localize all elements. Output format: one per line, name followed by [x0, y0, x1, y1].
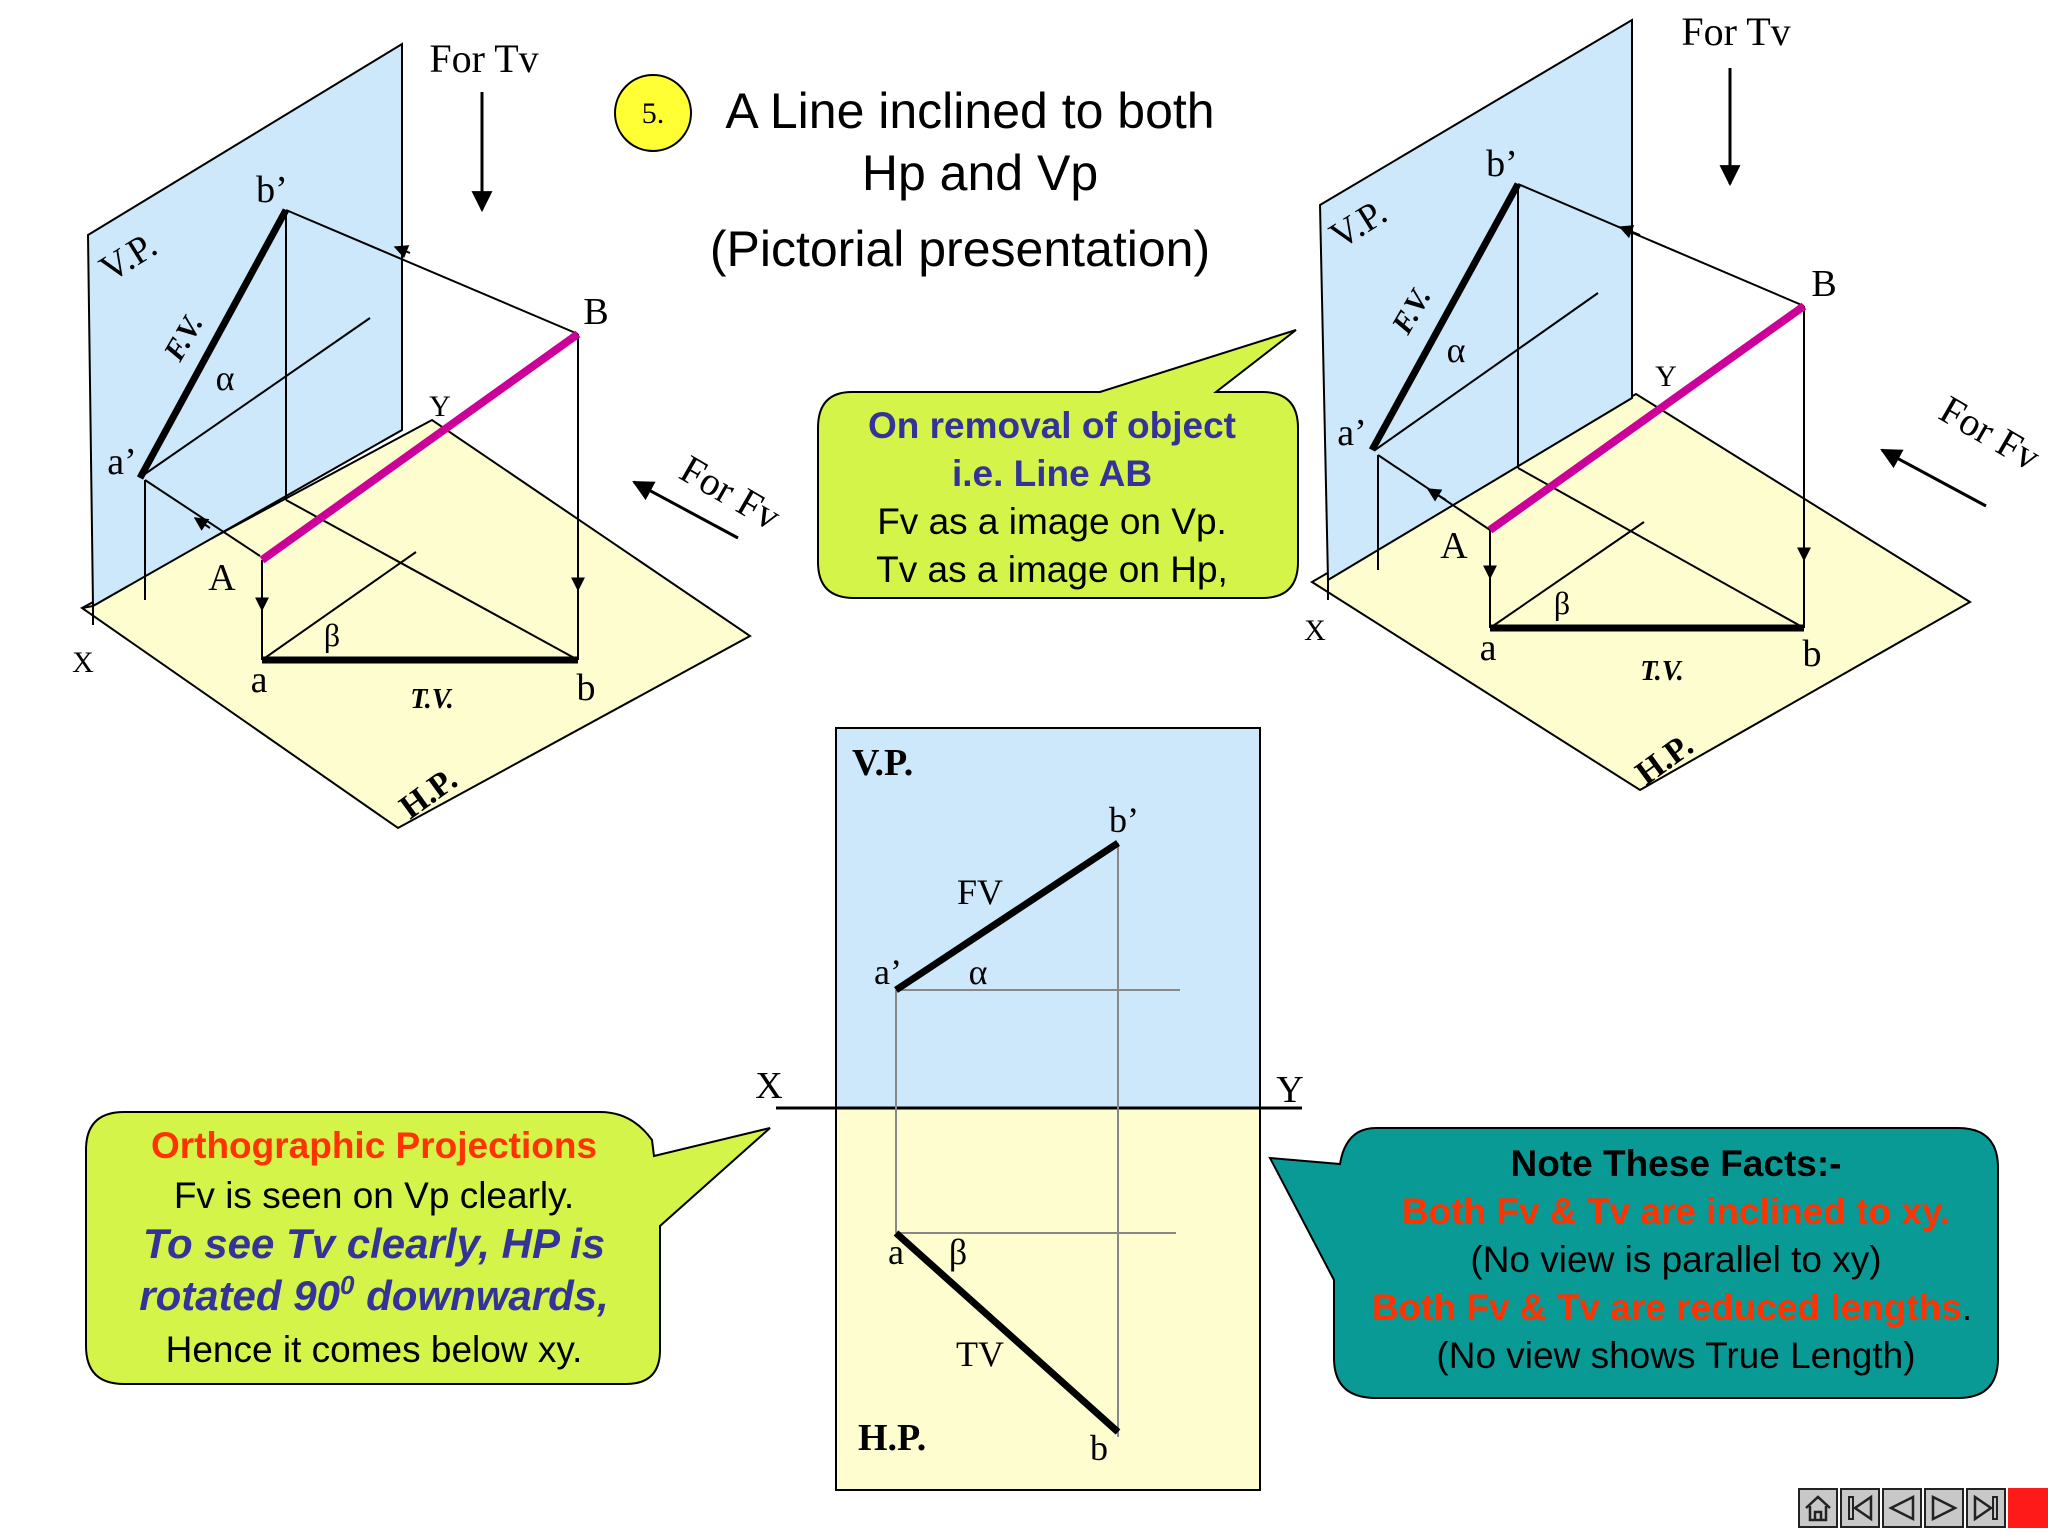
first-slide-icon [1848, 1494, 1873, 1522]
alpha-label: α [969, 952, 988, 992]
beta-label: β [949, 1232, 967, 1272]
alpha-label: α [216, 358, 235, 398]
removal-line-3: Fv as a image on Vp. [877, 501, 1227, 542]
pictorial-left: For Tv For Fv V.P. H.P. F.V. T.V. α β B … [72, 36, 789, 830]
pictorial-right: For Tv For Fv V.P. H.P. F.V. T.V. α β B … [1304, 9, 2048, 792]
home-icon [1805, 1495, 1831, 1522]
point-b-label: B [583, 291, 608, 333]
ortho-line-2: To see Tv clearly, HP is [143, 1220, 605, 1267]
facts-heading: Note These Facts:- [1510, 1143, 1841, 1184]
next-slide-icon [1931, 1494, 1958, 1522]
vp-plane [86, 42, 403, 608]
a-prime-label: a’ [107, 441, 137, 483]
removal-line-1: On removal of object [868, 405, 1236, 446]
callout-orthographic: Orthographic Projections Fv is seen on V… [85, 1111, 771, 1385]
orthographic-projection: V.P. H.P. FV TV α β b’ a’ a b X Y [755, 727, 1304, 1491]
point-a-label: A [208, 557, 236, 599]
b-label: b [1803, 633, 1822, 675]
x-label: X [1304, 614, 1326, 647]
b-prime-label: b’ [1109, 800, 1139, 840]
point-b-label: B [1811, 263, 1836, 305]
line-ab [1487, 302, 1807, 534]
a-prime-label: a’ [1337, 412, 1367, 454]
x-label: X [72, 646, 94, 679]
alpha-label: α [1447, 330, 1466, 370]
hp-region [835, 1107, 1261, 1491]
ortho-line-4: Hence it comes below xy. [166, 1329, 583, 1370]
vp-label: V.P. [852, 742, 913, 784]
a-label: a [1480, 627, 1497, 669]
next-slide-button[interactable] [1924, 1488, 1964, 1528]
ortho-line-1: Fv is seen on Vp clearly. [174, 1175, 574, 1216]
hp-plane [80, 418, 752, 830]
b-label: b [577, 667, 596, 709]
b-label: b [1090, 1428, 1108, 1468]
first-slide-button[interactable] [1840, 1488, 1880, 1528]
a-prime-label: a’ [874, 952, 902, 992]
beta-label: β [1554, 585, 1570, 621]
front-view-line [136, 208, 290, 480]
for-fv-label: For Fv [673, 446, 789, 539]
x-label: X [755, 1065, 782, 1107]
b-prime-label: b’ [256, 169, 288, 211]
a-label: a [251, 659, 268, 701]
point-a-label: A [1440, 525, 1468, 567]
facts-line-2: (No view is parallel to xy) [1470, 1239, 1881, 1280]
for-tv-label: For Tv [1681, 9, 1790, 54]
y-label: Y [1655, 360, 1677, 393]
beta-label: β [324, 617, 340, 653]
front-view-line [894, 840, 1120, 993]
a-label: a [888, 1232, 904, 1272]
step-badge [614, 74, 692, 152]
top-view-line [893, 1230, 1121, 1435]
facts-line-4: (No view shows True Length) [1436, 1335, 1915, 1376]
callout-removal: On removal of object i.e. Line AB Fv as … [817, 329, 1299, 599]
b-prime-label: b’ [1486, 143, 1518, 185]
title-line-2: Hp and Vp [862, 145, 1098, 201]
tv-label: T.V. [1640, 656, 1684, 687]
vp-plane [1318, 18, 1633, 582]
tv-label: T.V. [410, 684, 454, 715]
last-slide-icon [1973, 1494, 1998, 1522]
fv-label: FV [957, 872, 1003, 912]
home-button[interactable] [1798, 1488, 1838, 1528]
title-line-1: A Line inclined to both [725, 83, 1214, 139]
ortho-line-3: rotated 900 downwards, [139, 1270, 609, 1319]
y-label: Y [429, 390, 451, 423]
title-block: 5. A Line inclined to both Hp and Vp (Pi… [614, 74, 1215, 277]
tv-label: TV [956, 1334, 1004, 1374]
vp-region [835, 727, 1261, 1109]
for-tv-label: For Tv [429, 36, 538, 81]
previous-slide-icon [1888, 1494, 1915, 1522]
y-label: Y [1276, 1069, 1303, 1111]
hp-label: H.P. [858, 1417, 926, 1459]
title-line-3: (Pictorial presentation) [710, 221, 1210, 277]
slide-navigation [1798, 1488, 2048, 1528]
facts-line-3: Both Fv & Tv are reduced lengths. [1372, 1287, 1972, 1328]
previous-slide-button[interactable] [1882, 1488, 1922, 1528]
stop-button[interactable] [2008, 1488, 2048, 1528]
step-number: 5. [642, 97, 665, 130]
front-view-line [1368, 182, 1522, 452]
for-fv-label: For Fv [1932, 387, 2048, 480]
facts-line-1: Both Fv & Tv are inclined to xy. [1402, 1191, 1950, 1232]
removal-line-2: i.e. Line AB [952, 453, 1152, 494]
callout-facts: Note These Facts:- Both Fv & Tv are incl… [1268, 1127, 1999, 1399]
ortho-heading: Orthographic Projections [151, 1125, 597, 1166]
removal-line-4: Tv as a image on Hp, [876, 549, 1228, 590]
line-ab [259, 330, 581, 564]
last-slide-button[interactable] [1966, 1488, 2006, 1528]
